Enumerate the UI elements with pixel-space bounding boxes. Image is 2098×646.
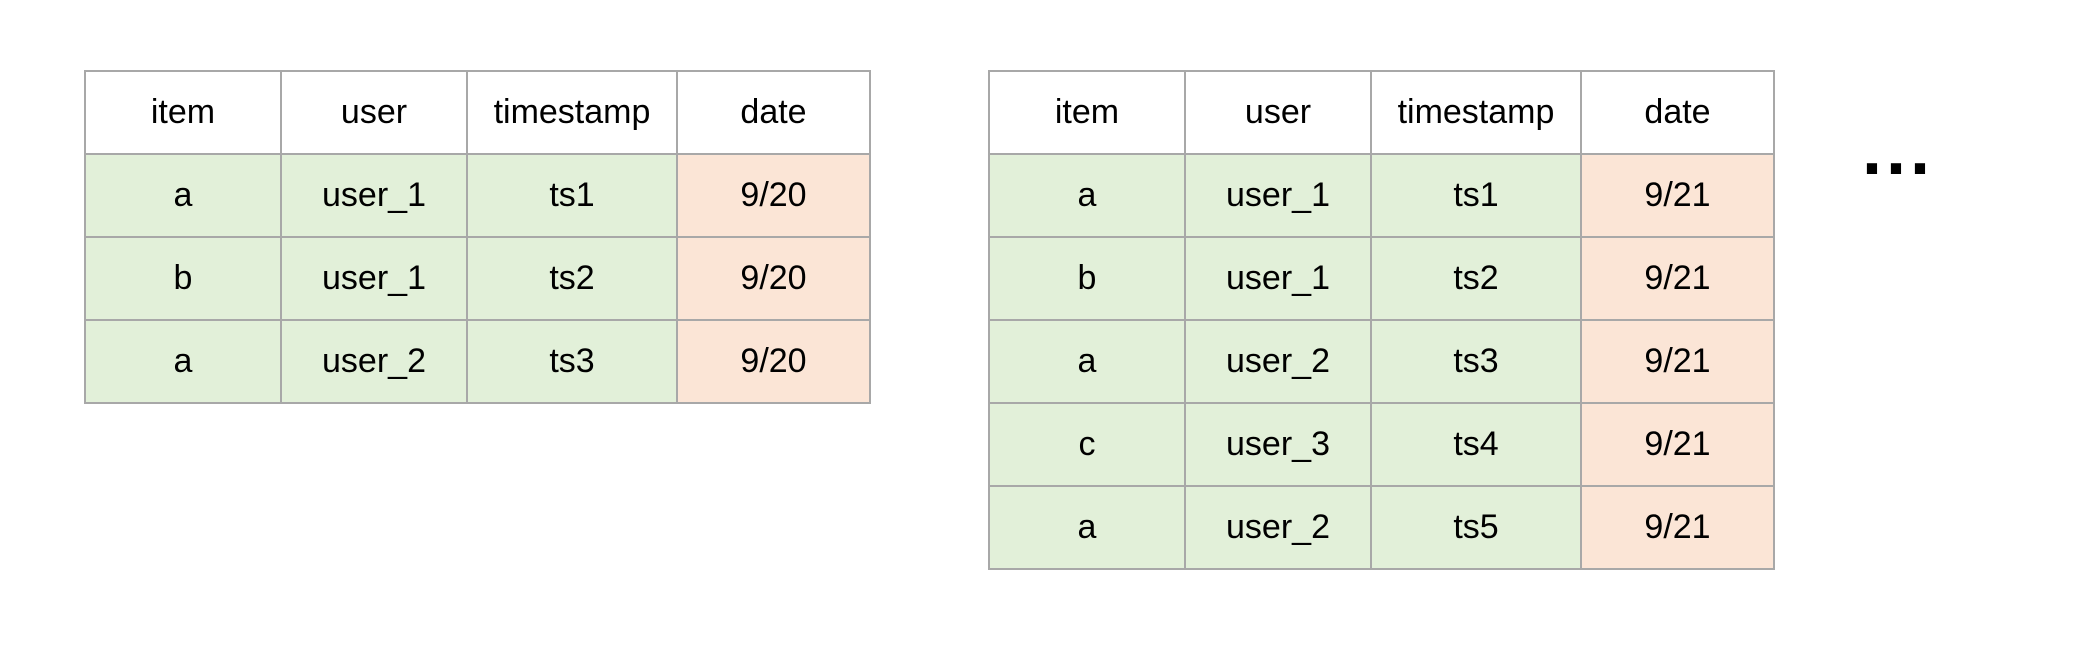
cell-item: b (988, 236, 1186, 321)
cell-user: user_1 (1184, 153, 1372, 238)
cell-user: user_1 (1184, 236, 1372, 321)
cell-timestamp: ts1 (466, 153, 678, 238)
cell-timestamp: ts4 (1370, 402, 1582, 487)
table-row: b user_1 ts2 9/21 (988, 236, 1775, 321)
header-timestamp: timestamp (1370, 70, 1582, 155)
table-2020-09-21: item user timestamp date a user_1 ts1 9/… (988, 70, 1775, 570)
table-row: a user_2 ts5 9/21 (988, 485, 1775, 570)
cell-timestamp: ts1 (1370, 153, 1582, 238)
cell-item: b (84, 236, 282, 321)
cell-user: user_3 (1184, 402, 1372, 487)
table-row: a user_1 ts1 9/21 (988, 153, 1775, 238)
table-row: a user_2 ts3 9/20 (84, 319, 871, 404)
table-row: a user_2 ts3 9/21 (988, 319, 1775, 404)
table-row: c user_3 ts4 9/21 (988, 402, 1775, 487)
cell-date: 9/21 (1580, 319, 1775, 404)
table-row: b user_1 ts2 9/20 (84, 236, 871, 321)
cell-user: user_2 (280, 319, 468, 404)
cell-date: 9/21 (1580, 236, 1775, 321)
cell-item: c (988, 402, 1186, 487)
header-row: item user timestamp date (988, 70, 1775, 155)
cell-item: a (988, 153, 1186, 238)
cell-user: user_1 (280, 153, 468, 238)
table-2020-09-20: item user timestamp date a user_1 ts1 9/… (84, 70, 871, 404)
header-date: date (1580, 70, 1775, 155)
cell-timestamp: ts5 (1370, 485, 1582, 570)
cell-timestamp: ts2 (466, 236, 678, 321)
table-row: a user_1 ts1 9/20 (84, 153, 871, 238)
cell-date: 9/20 (676, 319, 871, 404)
cell-item: a (84, 153, 282, 238)
header-date: date (676, 70, 871, 155)
cell-date: 9/21 (1580, 153, 1775, 238)
cell-item: a (988, 485, 1186, 570)
header-item: item (988, 70, 1186, 155)
cell-date: 9/20 (676, 153, 871, 238)
cell-timestamp: ts3 (466, 319, 678, 404)
cell-date: 9/21 (1580, 485, 1775, 570)
cell-date: 9/20 (676, 236, 871, 321)
cell-user: user_2 (1184, 485, 1372, 570)
continuation-ellipsis: ... (1862, 110, 1935, 190)
cell-date: 9/21 (1580, 402, 1775, 487)
header-timestamp: timestamp (466, 70, 678, 155)
header-user: user (280, 70, 468, 155)
header-item: item (84, 70, 282, 155)
header-user: user (1184, 70, 1372, 155)
cell-item: a (988, 319, 1186, 404)
cell-item: a (84, 319, 282, 404)
header-row: item user timestamp date (84, 70, 871, 155)
cell-timestamp: ts3 (1370, 319, 1582, 404)
cell-user: user_2 (1184, 319, 1372, 404)
cell-user: user_1 (280, 236, 468, 321)
cell-timestamp: ts2 (1370, 236, 1582, 321)
